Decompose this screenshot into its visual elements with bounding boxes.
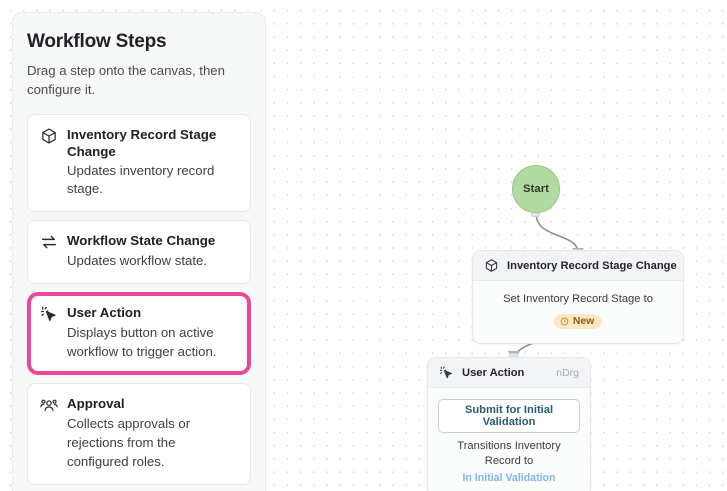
cursor-click-icon [439, 365, 454, 380]
status-badge-new[interactable]: New [553, 314, 603, 330]
step-card-title: Approval [67, 395, 125, 411]
step-card-description: Collects approvals or rejections from th… [67, 415, 191, 469]
step-card-workflow-state-change[interactable]: Workflow State Change Updates workflow s… [27, 220, 251, 285]
cube-icon [484, 258, 499, 273]
step-card-approval[interactable]: Approval Collects approvals or rejection… [27, 382, 251, 485]
node-body-text: Transitions Inventory Record to [457, 440, 561, 468]
step-card-header: User Action [40, 304, 238, 323]
node-id: nDrg [556, 366, 579, 379]
status-badge-label: New [572, 316, 595, 328]
start-node[interactable]: Start [512, 165, 560, 213]
node-user-action[interactable]: User Action nDrg Submit for Initial Vali… [427, 357, 591, 491]
node-inventory-record-stage-change[interactable]: Inventory Record Stage Change xpCh Set I… [472, 250, 684, 345]
users-group-icon [40, 396, 58, 414]
step-card-inventory-record-stage-change[interactable]: Inventory Record Stage Change Updates in… [27, 114, 251, 213]
node-header: User Action nDrg [428, 358, 590, 388]
node-body-text: Set Inventory Record Stage to [503, 293, 653, 305]
step-card-title: Workflow State Change [67, 233, 216, 249]
node-body: Set Inventory Record Stage to New [473, 281, 683, 344]
cube-icon [40, 127, 58, 145]
exchange-arrows-icon [40, 233, 58, 251]
node-header: Inventory Record Stage Change xpCh [473, 251, 683, 281]
node-title: Inventory Record Stage Change [507, 259, 677, 272]
step-card-description: Displays button on active workflow to tr… [67, 325, 217, 359]
workflow-steps-panel: Workflow Steps Drag a step onto the canv… [12, 12, 266, 491]
panel-subtitle: Drag a step onto the canvas, then config… [27, 63, 225, 97]
step-card-description: Updates workflow state. [67, 253, 207, 269]
node-body: Submit for Initial Validation Transition… [428, 388, 590, 491]
page-title: Workflow Steps [27, 31, 167, 52]
submit-for-initial-validation-button[interactable]: Submit for Initial Validation [438, 399, 580, 433]
clock-icon [560, 317, 569, 326]
step-card-header: Approval [40, 395, 238, 414]
target-state-link[interactable]: In Initial Validation [462, 472, 556, 485]
step-card-title: Inventory Record Stage Change [67, 127, 217, 160]
step-card-user-action[interactable]: User Action Displays button on active wo… [27, 292, 251, 375]
step-card-header: Inventory Record Stage Change [40, 126, 238, 160]
cursor-click-icon [40, 305, 58, 323]
step-card-description: Updates inventory record stage. [67, 162, 215, 197]
step-card-title: User Action [67, 305, 142, 321]
start-node-label: Start [523, 183, 549, 195]
node-title: User Action [462, 366, 525, 379]
step-card-header: Workflow State Change [40, 232, 238, 251]
